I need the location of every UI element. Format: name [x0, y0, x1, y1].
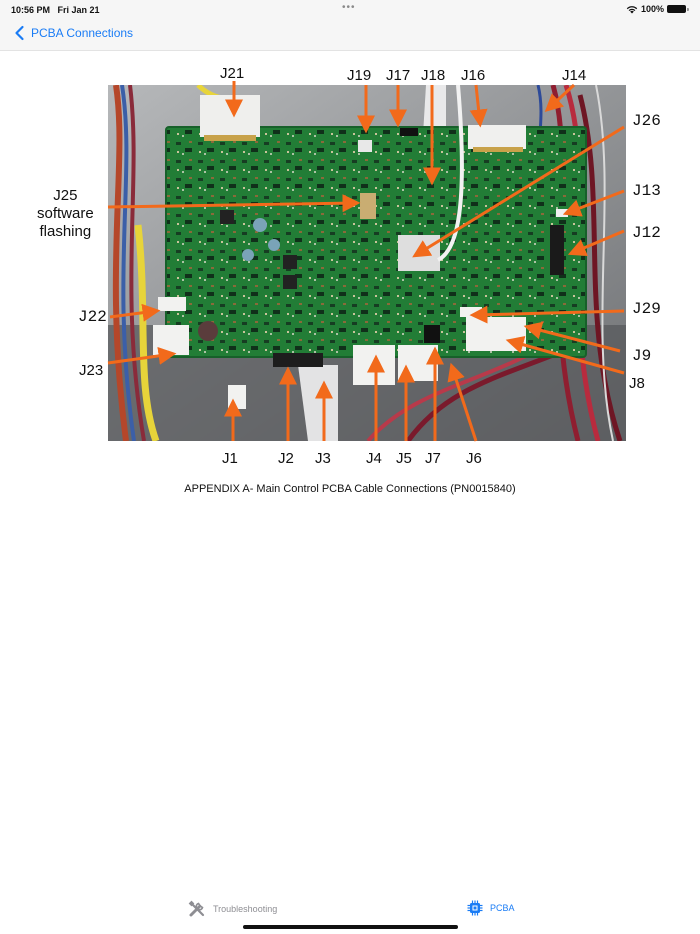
label-j13: J13 — [632, 182, 661, 200]
battery-percent: 100% — [640, 4, 664, 14]
status-bar: 10:56 PM Fri Jan 21 ••• 100% — [0, 0, 700, 20]
label-j25-desc-1: software — [37, 205, 94, 222]
chip-icon — [467, 900, 483, 916]
back-button[interactable]: PCBA Connections — [13, 25, 133, 41]
label-j29: J29 — [632, 300, 661, 318]
wifi-icon — [626, 5, 638, 13]
tab-pcba[interactable]: PCBA — [467, 900, 515, 916]
label-j1: J1 — [222, 450, 238, 467]
pcba-photo-illustration — [108, 85, 626, 441]
label-j19: J19 — [347, 67, 372, 84]
pcba-figure: J21 J19 J17 J18 J16 J14 J26 J13 J12 J29 … — [0, 51, 700, 501]
date-text: Fri Jan 21 — [57, 5, 100, 15]
tools-icon — [188, 900, 205, 917]
label-j3: J3 — [315, 450, 331, 467]
tab-troubleshooting[interactable]: Troubleshooting — [188, 900, 277, 918]
label-j16: J16 — [461, 67, 486, 84]
label-j7: J7 — [425, 450, 441, 467]
label-j22: J22 — [78, 308, 107, 326]
label-j25-desc-2: flashing — [39, 223, 92, 240]
status-indicators: 100% — [626, 4, 689, 14]
multitask-dots-icon[interactable]: ••• — [342, 2, 356, 13]
tab-bar: Troubleshooting PCBA — [0, 882, 700, 934]
tab-troubleshooting-label: Troubleshooting — [213, 904, 278, 914]
pcba-photo — [108, 85, 626, 441]
label-j25-id: J25 — [53, 187, 78, 204]
label-j2: J2 — [278, 450, 294, 467]
label-j4: J4 — [366, 450, 382, 467]
back-label: PCBA Connections — [31, 26, 134, 40]
label-j8: J8 — [629, 375, 645, 392]
label-j6: J6 — [466, 450, 482, 467]
status-time: 10:56 PM Fri Jan 21 — [11, 5, 100, 15]
navigation-bar: PCBA Connections — [0, 20, 700, 51]
label-j17: J17 — [386, 67, 411, 84]
label-j18: J18 — [421, 67, 446, 84]
battery-icon — [667, 5, 689, 13]
figure-caption: APPENDIX A- Main Control PCBA Cable Conn… — [184, 483, 516, 495]
chevron-left-icon — [15, 25, 24, 41]
home-indicator[interactable] — [243, 925, 458, 929]
label-j9: J9 — [632, 347, 652, 365]
label-j5: J5 — [396, 450, 412, 467]
label-j26: J26 — [632, 112, 661, 130]
label-j14: J14 — [562, 67, 587, 84]
time-text: 10:56 PM — [11, 5, 51, 15]
label-j21: J21 — [220, 65, 245, 82]
label-j12: J12 — [632, 224, 661, 242]
label-j25: J25 software flashing — [37, 187, 94, 241]
tab-pcba-label: PCBA — [490, 903, 515, 913]
label-j23: J23 — [79, 362, 104, 379]
